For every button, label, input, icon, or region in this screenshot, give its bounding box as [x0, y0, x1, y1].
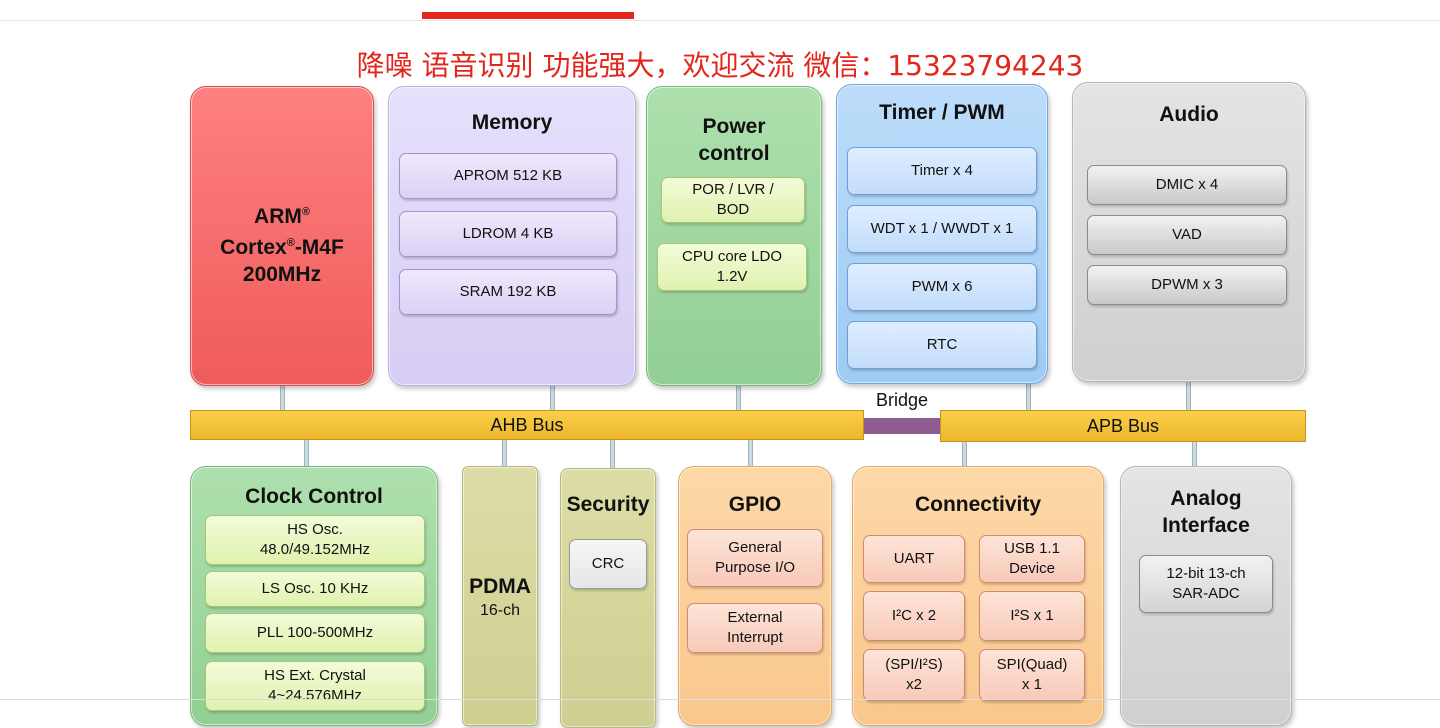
timer-pwm-block: Timer / PWM Timer x 4 WDT x 1 / WWDT x 1… — [836, 84, 1048, 384]
clock-ls-osc: LS Osc. 10 KHz — [205, 571, 425, 607]
connectivity-spi-quad: SPI(Quad) x 1 — [979, 649, 1085, 701]
active-tab-indicator — [422, 12, 634, 19]
connector-timer — [1026, 384, 1031, 412]
pdma-block: PDMA 16-ch — [462, 466, 538, 726]
cpu-reg-mark: ® — [301, 206, 310, 218]
memory-ldrom: LDROM 4 KB — [399, 211, 617, 257]
analog-title: Analog Interface — [1162, 487, 1250, 537]
footer-divider — [0, 699, 1440, 700]
block-diagram: ARM® Cortex®-M4F 200MHz Memory APROM 512… — [190, 82, 1306, 728]
connector-cpu — [280, 386, 285, 412]
ahb-bus: AHB Bus — [190, 410, 864, 440]
connector-power — [736, 386, 741, 412]
bridge-connector — [864, 418, 942, 434]
connectivity-uart: UART — [863, 535, 965, 583]
clock-pll: PLL 100-500MHz — [205, 613, 425, 653]
clock-control-block: Clock Control HS Osc. 48.0/49.152MHz LS … — [190, 466, 438, 726]
connector-security — [610, 440, 615, 468]
gpio-external-interrupt: External Interrupt — [687, 603, 823, 653]
audio-dpwm: DPWM x 3 — [1087, 265, 1287, 305]
connector-gpio — [748, 440, 753, 468]
memory-title: Memory — [471, 111, 553, 134]
memory-block: Memory APROM 512 KB LDROM 4 KB SRAM 192 … — [388, 86, 636, 386]
memory-sram: SRAM 192 KB — [399, 269, 617, 315]
security-title: Security — [566, 493, 650, 516]
memory-aprom: APROM 512 KB — [399, 153, 617, 199]
connectivity-i2s: I²S x 1 — [979, 591, 1085, 641]
audio-title: Audio — [1159, 103, 1219, 126]
security-block: Security CRC — [560, 468, 656, 728]
pdma-channels: 16-ch — [479, 602, 521, 619]
power-core-ldo: CPU core LDO 1.2V — [657, 243, 807, 291]
connector-memory — [550, 386, 555, 412]
security-crc: CRC — [569, 539, 647, 589]
timer-rtc: RTC — [847, 321, 1037, 369]
cpu-label: ARM® Cortex®-M4F 200MHz — [191, 199, 373, 288]
gpio-title: GPIO — [728, 493, 782, 516]
power-control-block: Power control POR / LVR / BOD CPU core L… — [646, 86, 822, 386]
apb-bus: APB Bus — [940, 410, 1306, 442]
timer-timer: Timer x 4 — [847, 147, 1037, 195]
audio-block: Audio DMIC x 4 VAD DPWM x 3 — [1072, 82, 1306, 382]
clock-title: Clock Control — [245, 485, 383, 508]
contact-banner: 降噪 语音识别 功能强大，欢迎交流 微信：15323794243 — [356, 49, 1084, 82]
connector-audio — [1186, 382, 1191, 412]
analog-interface-block: Analog Interface 12-bit 13-ch SAR-ADC — [1120, 466, 1292, 726]
connector-pdma — [502, 440, 507, 466]
connectivity-i2c: I²C x 2 — [863, 591, 965, 641]
connector-analog — [1192, 442, 1197, 468]
cpu-core: -M4F — [294, 236, 344, 259]
cpu-cortex: Cortex — [220, 236, 287, 259]
timer-title: Timer / PWM — [879, 101, 1005, 124]
pdma-title: PDMA — [469, 575, 531, 598]
connector-clock — [304, 440, 309, 468]
header-divider — [0, 20, 1440, 21]
audio-dmic: DMIC x 4 — [1087, 165, 1287, 205]
cpu-reg-mark-2: ® — [286, 237, 295, 249]
clock-hs-ext-crystal: HS Ext. Crystal 4~24.576MHz — [205, 661, 425, 711]
timer-wdt: WDT x 1 / WWDT x 1 — [847, 205, 1037, 253]
analog-sar-adc: 12-bit 13-ch SAR-ADC — [1139, 555, 1273, 613]
audio-vad: VAD — [1087, 215, 1287, 255]
connectivity-usb: USB 1.1 Device — [979, 535, 1085, 583]
power-por-lvr-bod: POR / LVR / BOD — [661, 177, 805, 223]
gpio-block: GPIO General Purpose I/O External Interr… — [678, 466, 832, 726]
power-title: Power control — [698, 115, 770, 165]
bridge-label: Bridge — [876, 390, 929, 410]
connectivity-spi-i2s: (SPI/I²S) x2 — [863, 649, 965, 701]
clock-hs-osc: HS Osc. 48.0/49.152MHz — [205, 515, 425, 565]
connectivity-block: Connectivity UART USB 1.1 Device I²C x 2… — [852, 466, 1104, 726]
connectivity-title: Connectivity — [914, 493, 1042, 516]
connector-connectivity — [962, 442, 967, 468]
cpu-block: ARM® Cortex®-M4F 200MHz — [190, 86, 374, 386]
gpio-general-purpose-io: General Purpose I/O — [687, 529, 823, 587]
cpu-frequency: 200MHz — [242, 263, 322, 286]
timer-pwm: PWM x 6 — [847, 263, 1037, 311]
cpu-arm: ARM — [254, 205, 302, 228]
